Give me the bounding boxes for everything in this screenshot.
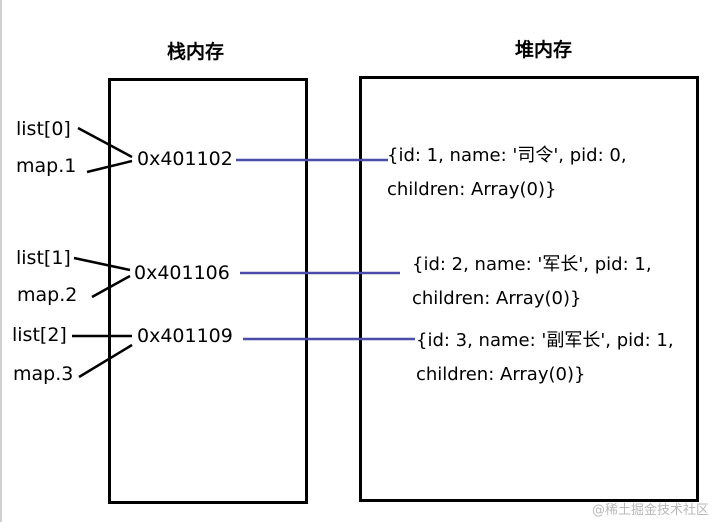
address-1: 0x401102 xyxy=(137,148,233,170)
map1-label: map.1 xyxy=(16,155,77,177)
map3-reference-line xyxy=(78,343,133,379)
heap-memory-box xyxy=(359,76,699,502)
map1-reference-line xyxy=(86,159,133,174)
address-2: 0x401106 xyxy=(134,262,230,284)
address-3: 0x401109 xyxy=(137,325,233,347)
heap-object-1-line2: children: Array(0)} xyxy=(387,179,557,200)
map2-label: map.2 xyxy=(17,284,78,306)
heap-object-2-line2: children: Array(0)} xyxy=(412,288,582,309)
left-edge-rule xyxy=(0,0,2,522)
heap-object-3: {id: 3, name: '副军长', pid: 1, children: A… xyxy=(416,324,674,392)
map3-label: map.3 xyxy=(13,363,74,385)
list1-label: list[1] xyxy=(16,247,71,269)
heap-object-2-line1: {id: 2, name: '军长', pid: 1, xyxy=(412,254,652,275)
list0-reference-line xyxy=(77,126,133,159)
map2-reference-line xyxy=(91,274,131,299)
heap-object-1-line1: {id: 1, name: '司令', pid: 0, xyxy=(387,145,627,166)
stack-memory-box xyxy=(108,78,308,504)
heap-object-2: {id: 2, name: '军长', pid: 1, children: Ar… xyxy=(412,248,652,316)
stack-memory-title: 栈内存 xyxy=(167,41,225,63)
list2-label: list[2] xyxy=(12,324,67,346)
heap-object-1: {id: 1, name: '司令', pid: 0, children: Ar… xyxy=(387,139,627,207)
list0-label: list[0] xyxy=(16,118,71,140)
watermark: @稀土掘金技术社区 xyxy=(591,503,709,518)
heap-object-3-line2: children: Array(0)} xyxy=(416,364,586,385)
heap-memory-title: 堆内存 xyxy=(515,39,573,61)
heap-object-3-line1: {id: 3, name: '副军长', pid: 1, xyxy=(416,330,674,351)
list1-reference-line xyxy=(73,256,131,272)
